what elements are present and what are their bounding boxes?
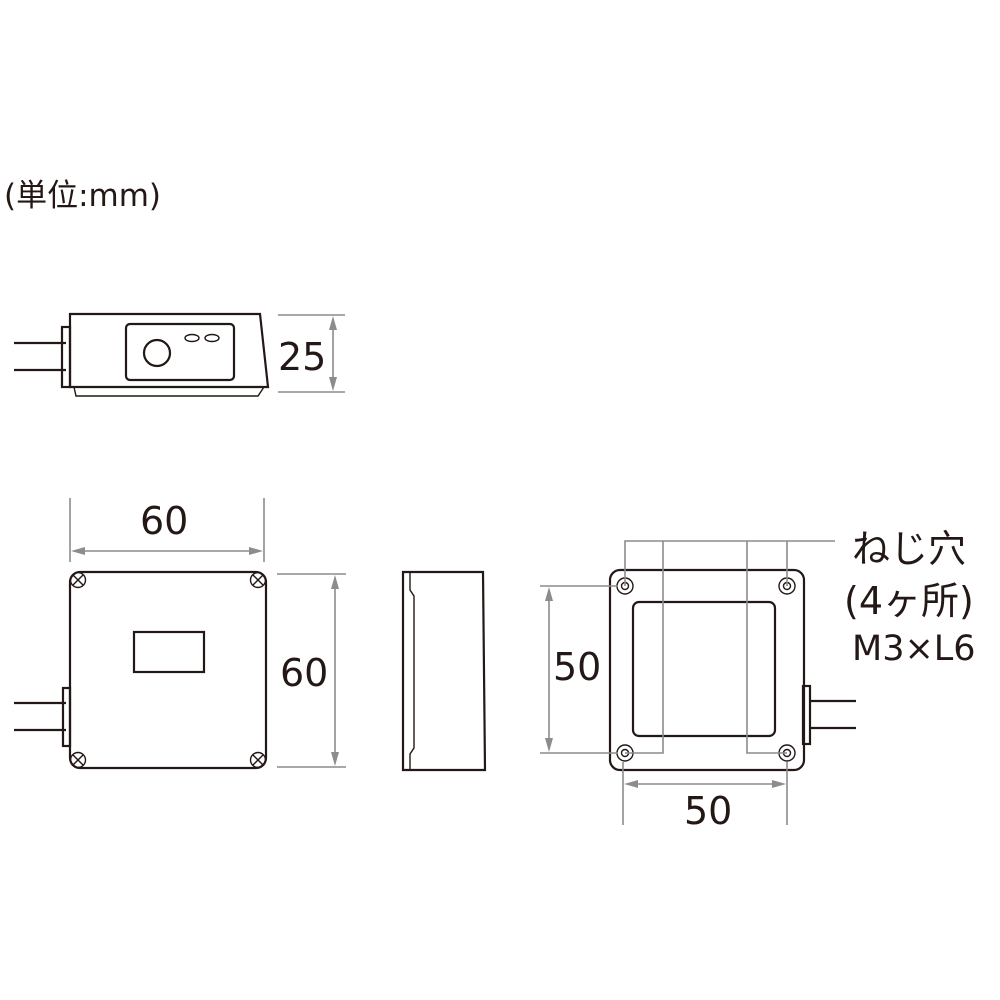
top-view: 25 (14, 312, 345, 397)
front-view-housing (68, 570, 268, 770)
leader-top-left (624, 540, 835, 586)
top-view-indicator-panel (124, 322, 236, 382)
top-view-indicator-ring (142, 338, 172, 368)
back-view-recess (631, 600, 777, 738)
top-view-housing (68, 312, 270, 389)
dim-25-arrow-bottom (329, 377, 337, 391)
dim-25-arrow-top (329, 316, 337, 330)
dim-50w-arrow-left (624, 780, 638, 788)
screw-note: ねじ穴 (4ヶ所) M3×L6 (844, 527, 976, 669)
front-view-cable (14, 701, 66, 732)
front-view: 60 60 (14, 498, 346, 770)
top-view-led-left (184, 333, 200, 343)
side-view-housing (401, 570, 487, 772)
unit-label: (単位:mm) (4, 178, 162, 214)
dim-50h-arrow-bottom (545, 738, 553, 752)
front-screw-top-right (249, 571, 267, 589)
dim-front-height: 60 (280, 651, 328, 695)
side-view-lid-edge (409, 572, 415, 770)
side-view (401, 570, 487, 772)
back-view-cable (810, 699, 856, 730)
front-screw-bottom-right (249, 751, 267, 769)
dim-60w-arrow-left (71, 547, 85, 555)
top-view-cable-gland (60, 325, 72, 389)
dim-front-width: 60 (140, 499, 188, 543)
top-view-base (73, 386, 265, 397)
leader-bottom-right (746, 541, 787, 754)
top-view-cable (14, 341, 66, 372)
back-view-housing (608, 568, 806, 772)
screw-note-line3: M3×L6 (852, 629, 976, 669)
dim-back-width: 50 (684, 789, 732, 833)
front-screw-bottom-left (69, 751, 87, 769)
top-view-led-right (204, 333, 220, 343)
screw-note-line1: ねじ穴 (852, 527, 966, 571)
screw-note-line2: (4ヶ所) (844, 579, 974, 623)
dim-50h-arrow-top (545, 587, 553, 601)
back-view-screw-holes (616, 577, 796, 762)
front-view-screws (69, 571, 267, 769)
dim-back-height: 50 (553, 645, 601, 689)
front-view-label-window (132, 630, 206, 674)
dim-60h-arrow-top (331, 575, 339, 589)
back-view: 50 50 (540, 540, 856, 833)
dim-60h-arrow-bottom (331, 752, 339, 766)
dim-50w-arrow-right (772, 780, 786, 788)
dim-side-height: 25 (278, 335, 326, 379)
leader-bottom-left (625, 541, 664, 754)
front-screw-top-left (69, 571, 87, 589)
dim-60w-arrow-right (249, 547, 263, 555)
